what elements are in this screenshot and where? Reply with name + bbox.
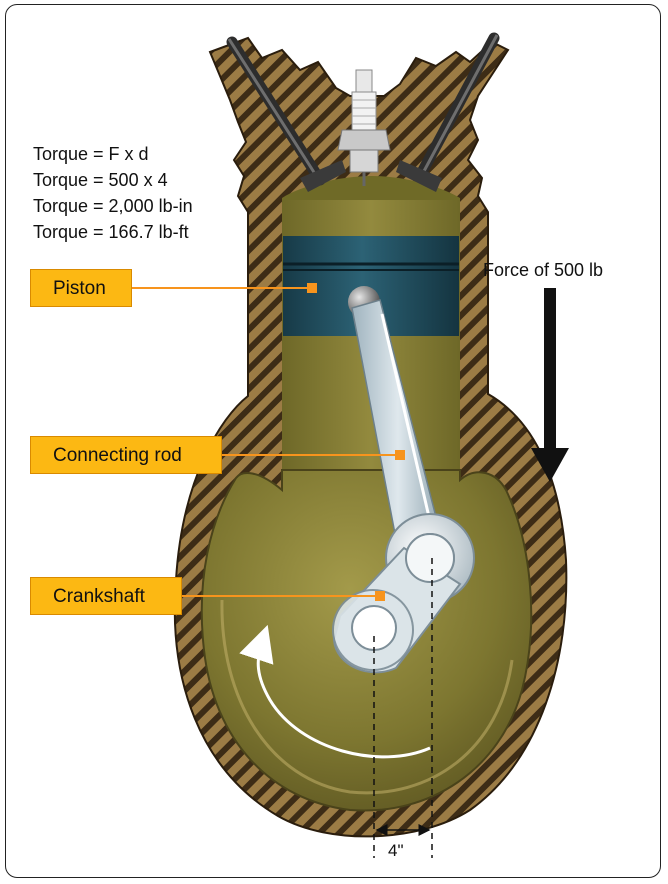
intake-valve	[226, 36, 346, 192]
piston-leader-dot	[307, 283, 317, 293]
spark-plug	[337, 69, 391, 186]
exhaust-valve	[396, 32, 500, 192]
connecting-rod-label: Connecting rod	[30, 436, 222, 474]
force-label: Force of 500 lb	[483, 260, 604, 280]
formula-line: Torque = 2,000 lb-in	[33, 196, 193, 216]
rotation-arrow	[239, 624, 431, 759]
formula-line: Torque = 166.7 lb-ft	[33, 222, 189, 242]
formula-line: Torque = F x d	[33, 144, 149, 164]
crankcase-lining	[220, 599, 514, 795]
force-arrow	[531, 288, 569, 482]
torque-formula: Torque = F x d Torque = 500 x 4 Torque =…	[33, 141, 193, 245]
distance-label: 4"	[388, 841, 404, 860]
formula-line: Torque = 500 x 4	[33, 170, 168, 190]
crank-throw	[332, 533, 462, 674]
crankshaft-leader-dot	[375, 591, 385, 601]
crankshaft-label: Crankshaft	[30, 577, 182, 615]
piston-label: Piston	[30, 269, 132, 307]
connecting-rod-leader-dot	[395, 450, 405, 460]
